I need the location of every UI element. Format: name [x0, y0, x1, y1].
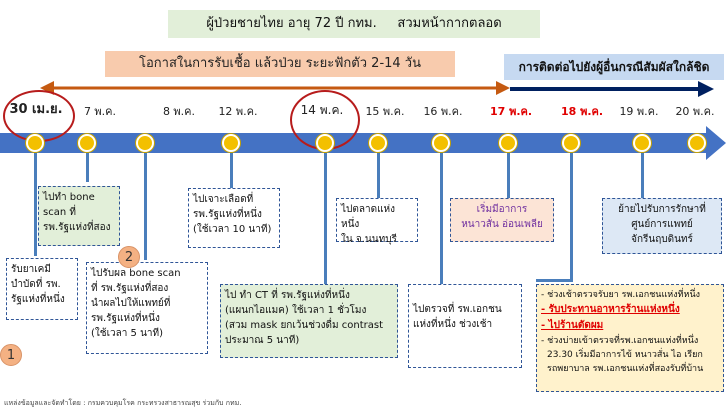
event-line: ย้ายไปรับการรักษาที่: [618, 204, 706, 215]
timeline-node-may7: [78, 134, 96, 152]
event-line-highlight: - ไปร้านตัดผม: [541, 320, 604, 331]
event-line: (ใช้เวลา 5 นาที): [91, 328, 164, 339]
event-chemo: รับยาเคมี บำบัดที่ รพ. รัฐแห่งที่หนึ่ง: [6, 258, 78, 320]
event-line: รับยาเคมี: [11, 264, 51, 275]
connector-e7: [440, 146, 443, 284]
connector-e8: [507, 146, 510, 198]
contact-label: การติดต่อไปยังผู้อื่นกรณีสัมผัสใกล้ชิด: [518, 60, 710, 74]
event-line: ไปตลาดแห่งหนึ่ง: [341, 204, 396, 230]
incubation-band: โอกาสในการรับเชื้อ แล้วป่วย ระยะฟักตัว 2…: [105, 51, 455, 77]
connector-e9: [641, 146, 644, 198]
event-ct-scan: ไป ทำ CT ที่ รพ.รัฐแห่งที่หนึ่ง (แผนกไอแ…: [220, 284, 398, 358]
main-timeline-arrow: [0, 126, 726, 160]
event-line: รพ.รัฐแห่งที่หนึ่ง: [91, 313, 160, 324]
connector-e1: [34, 146, 37, 256]
timeline-node-apr30: [26, 134, 44, 152]
connector-e5: [324, 146, 327, 284]
event-line: รถพยาบาล รพ.เอกชนแห่งที่สองรับที่บ้าน: [547, 364, 704, 374]
event-private-hospital-visit: ไปตรวจที่ รพ.เอกชน แห่งที่หนึ่ง ช่วงเช้า: [408, 284, 522, 368]
header-title: ผู้ป่วยชายไทย อายุ 72 ปี กทม. สวมหน้ากาก…: [206, 16, 502, 31]
timeline-node-may18: [562, 134, 580, 152]
timeline-node-may19: [633, 134, 651, 152]
event-line: ไป ทำ CT ที่ รพ.รัฐแห่งที่หนึ่ง: [225, 290, 350, 301]
connector-e2: [86, 146, 89, 182]
timeline-node-may12: [222, 134, 240, 152]
date-may20: 20 พ.ค.: [675, 105, 715, 118]
connector-e6: [377, 146, 380, 198]
event-line: หนาวสั่น อ่อนเพลีย: [461, 219, 543, 230]
event-symptom-onset: เริ่มมีอาการ หนาวสั่น อ่อนเพลีย: [450, 198, 554, 242]
date-may15: 15 พ.ค.: [365, 105, 405, 118]
date-may19: 19 พ.ค.: [619, 105, 659, 118]
event-bone-scan: ไปทำ bone scan ที่ รพ.รัฐแห่งที่สอง: [38, 186, 120, 246]
event-line: ไปรับผล bone scan: [91, 268, 181, 279]
date-may8: 8 พ.ค.: [162, 105, 196, 118]
event-line: scan ที่: [43, 207, 76, 218]
header-title-box: ผู้ป่วยชายไทย อายุ 72 ปี กทม. สวมหน้ากาก…: [168, 10, 540, 38]
date-may16: 16 พ.ค.: [423, 105, 463, 118]
source-footer: แหล่งข้อมูลและจัดทำโดย : กรมควบคุมโรค กร…: [4, 399, 242, 407]
event-line: ประมาณ 5 นาที): [225, 335, 300, 346]
incubation-label: โอกาสในการรับเชื้อ แล้วป่วย ระยะฟักตัว 2…: [138, 56, 421, 71]
date-may18: 18 พ.ค.: [560, 105, 604, 118]
event-market: ไปตลาดแห่งหนึ่ง ใน จ.นนทบุรี: [336, 198, 418, 245]
event-line: ใน จ.นนทบุรี: [341, 234, 397, 245]
event-line: (แผนกไอแมค) ใช้เวลา 1 ชั่วโมง: [225, 305, 367, 316]
event-line: แห่งที่หนึ่ง ช่วงเช้า: [413, 319, 493, 330]
event-line: ไปเจาะเลือดที่: [193, 194, 254, 205]
timeline-node-may15: [369, 134, 387, 152]
event-line: นำผลไปให้แพทย์ที่: [91, 298, 171, 309]
event-line: ไปทำ bone: [43, 192, 95, 203]
date-may12: 12 พ.ค.: [218, 105, 258, 118]
event-line: รพ.รัฐแห่งที่หนึ่ง: [193, 209, 262, 220]
event-line: รัฐแห่งที่หนึ่ง: [11, 294, 65, 305]
contact-band: การติดต่อไปยังผู้อื่นกรณีสัมผัสใกล้ชิด: [504, 54, 724, 80]
event-transfer-chakri: ย้ายไปรับการรักษาที่ ศูนย์การแพทย์ จักรี…: [602, 198, 722, 254]
event-line: เริ่มมีอาการ: [476, 204, 528, 215]
badge-1: 1: [0, 344, 22, 366]
event-line: บำบัดที่ รพ.: [11, 279, 61, 290]
event-blood-test: ไปเจาะเลือดที่ รพ.รัฐแห่งที่หนึ่ง (ใช้เว…: [188, 188, 280, 248]
event-line: ศูนย์การแพทย์: [631, 219, 693, 230]
incubation-arrow-right-head: [496, 81, 510, 95]
badge-2: 2: [118, 246, 140, 268]
event-line: (สวม mask ยกเว้นช่วงดื่ม contrast: [225, 320, 384, 331]
event-line: รพ.รัฐแห่งที่สอง: [43, 222, 111, 233]
event-line: 23.30 เริ่มมีอาการไข้ หนาวสั่น ไอ เรียก: [547, 350, 703, 360]
event-line: - ช่วงบ่ายเข้าตรวจที่รพ.เอกชนแห่งที่หนึ่…: [541, 336, 699, 346]
date-may7: 7 พ.ค.: [83, 105, 117, 118]
event-bone-scan-result: ไปรับผล bone scan ที่ รพ.รัฐแห่งที่สอง น…: [86, 262, 208, 354]
connector-e10-elbow: [570, 146, 573, 282]
timeline-node-may16: [432, 134, 450, 152]
timeline-node-may20: [688, 134, 706, 152]
event-line: - ช่วงเช้าตรวจรับยา รพ.เอกชนแห่งที่หนึ่ง: [541, 290, 701, 300]
timeline-node-may8: [136, 134, 154, 152]
connector-e3: [144, 146, 147, 260]
connector-e4: [230, 146, 233, 188]
timeline-node-may17: [499, 134, 517, 152]
event-line: ไปตรวจที่ รพ.เอกชน: [413, 304, 502, 315]
event-line: (ใช้เวลา 10 นาที): [193, 224, 272, 235]
event-line: จักรีนฤบดินทร์: [631, 234, 693, 245]
timeline-node-may14: [316, 134, 334, 152]
event-line: ที่ รพ.รัฐแห่งที่สอง: [91, 283, 169, 294]
date-may17: 17 พ.ค.: [489, 105, 533, 118]
event-line-highlight: - รับประทานอาหารร้านแห่งหนึ่ง: [541, 304, 680, 315]
contact-arrow-head: [698, 81, 714, 97]
event-may18-activities: - ช่วงเช้าตรวจรับยา รพ.เอกชนแห่งที่หนึ่ง…: [536, 284, 724, 392]
connector-e10-horizontal: [536, 279, 573, 282]
